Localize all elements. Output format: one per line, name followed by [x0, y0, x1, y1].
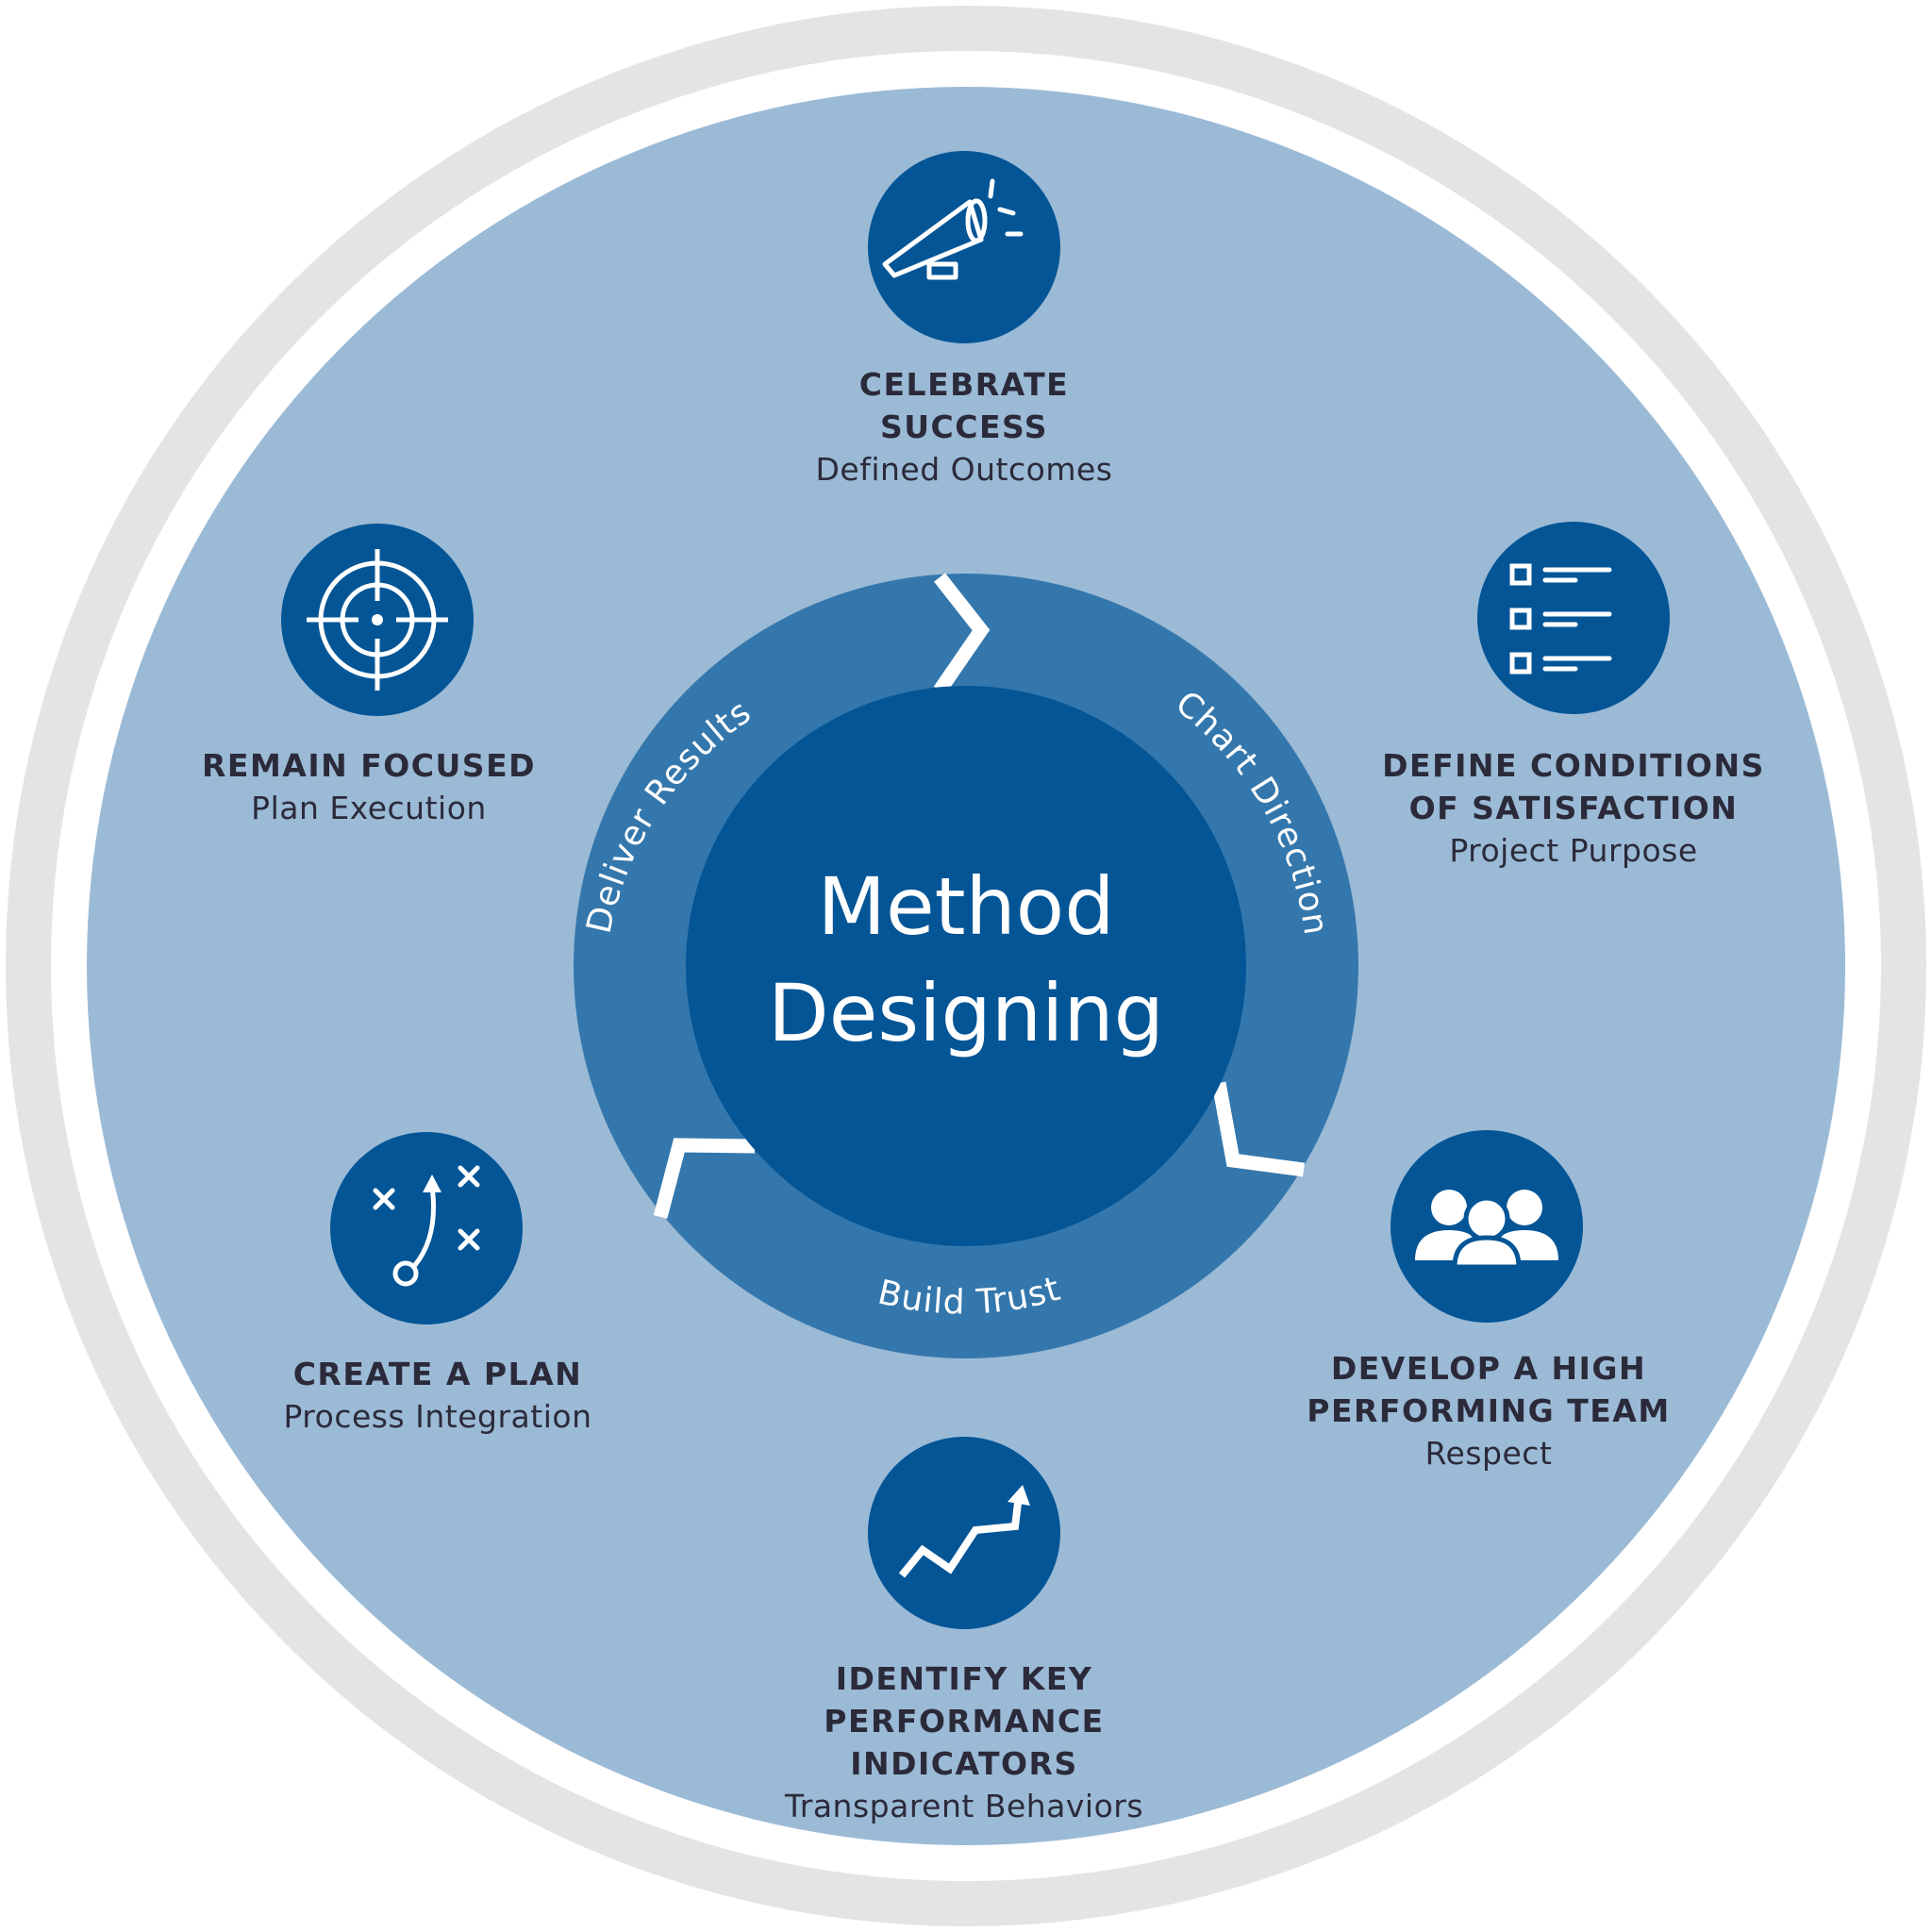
megaphone-icon: [868, 151, 1060, 343]
node-label-remain: REMAIN FOCUSED Plan Execution: [124, 744, 614, 829]
node-title-line1: REMAIN FOCUSED: [201, 747, 537, 784]
node-title-line1: DEFINE CONDITIONS: [1382, 747, 1765, 784]
node-subtitle: Plan Execution: [251, 790, 487, 826]
center-title-line1: Method: [817, 860, 1114, 953]
node-label-celebrate: CELEBRATE SUCCESS Defined Outcomes: [719, 363, 1209, 491]
ring-separator-right: [1211, 1081, 1305, 1177]
node-label-develop: DEVELOP A HIGH PERFORMING TEAM Respect: [1243, 1347, 1734, 1474]
center-core: [686, 686, 1246, 1246]
node-label-create: CREATE A PLAN Process Integration: [192, 1353, 683, 1438]
node-subtitle: Project Purpose: [1449, 832, 1698, 869]
node-title-line2: OF SATISFACTION: [1408, 790, 1739, 826]
node-title-line1: DEVELOP A HIGH: [1330, 1350, 1647, 1387]
node-subtitle: Defined Outcomes: [815, 451, 1113, 488]
node-subtitle: Transparent Behaviors: [784, 1788, 1144, 1824]
target-icon: [281, 524, 474, 716]
ring-separator-left: [653, 1138, 756, 1219]
node-label-define: DEFINE CONDITIONS OF SATISFACTION Projec…: [1328, 744, 1819, 872]
node-title-line1: CELEBRATE: [858, 366, 1070, 403]
node-title-line1: IDENTIFY KEY: [835, 1660, 1093, 1697]
node-title-line2: SUCCESS: [879, 408, 1049, 445]
team-icon: [1391, 1130, 1583, 1323]
node-label-identify: IDENTIFY KEY PERFORMANCE INDICATORS Tran…: [719, 1657, 1209, 1827]
play-diagram-icon: [330, 1132, 523, 1324]
node-title-line2: PERFORMING TEAM: [1307, 1392, 1671, 1429]
trend-up-icon: [868, 1437, 1060, 1629]
node-subtitle: Respect: [1424, 1435, 1553, 1472]
node-subtitle: Process Integration: [283, 1398, 592, 1435]
ring-separator-top: [933, 573, 991, 695]
node-title-line2: PERFORMANCE INDICATORS: [824, 1703, 1105, 1782]
checklist-icon: [1477, 522, 1670, 714]
center-title-line2: Designing: [768, 967, 1164, 1059]
node-title-line1: CREATE A PLAN: [292, 1356, 583, 1392]
